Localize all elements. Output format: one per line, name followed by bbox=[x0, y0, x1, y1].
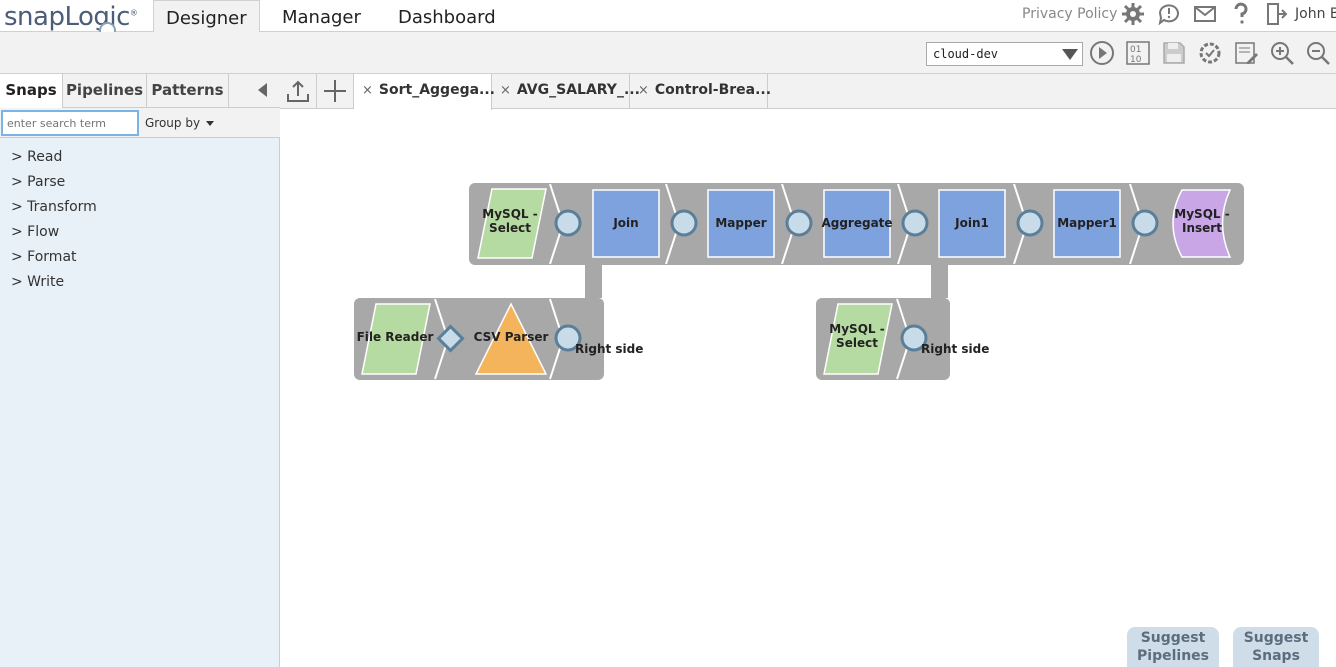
snap-mysql-insert[interactable]: MySQL - Insert bbox=[1172, 189, 1232, 258]
snap-label: MySQL - bbox=[829, 322, 884, 336]
port-label: Right side bbox=[921, 342, 989, 356]
top-bar: snapLogic® Designer Manager Dashboard Pr… bbox=[0, 0, 1336, 39]
snap-mysql-select-2[interactable]: MySQL - Select bbox=[823, 303, 893, 375]
button-label: Pipelines bbox=[1137, 648, 1209, 664]
snap-mysql-select[interactable]: MySQL - Select bbox=[477, 188, 547, 259]
add-pipeline-icon[interactable] bbox=[317, 74, 354, 109]
close-icon[interactable]: × bbox=[362, 83, 373, 98]
tab-label: Sort_Aggega... bbox=[378, 82, 496, 98]
output-port[interactable] bbox=[901, 209, 929, 237]
tab-patterns[interactable]: Patterns bbox=[147, 74, 229, 108]
nav-tab-dashboard[interactable]: Dashboard bbox=[398, 7, 496, 28]
category-transform[interactable]: > Transform bbox=[11, 199, 97, 215]
snap-aggregate[interactable]: Aggregate bbox=[821, 189, 893, 258]
tab-pipelines[interactable]: Pipelines bbox=[63, 74, 147, 108]
connector-track bbox=[931, 264, 948, 298]
snap-label: Insert bbox=[1182, 221, 1222, 235]
output-port[interactable] bbox=[554, 324, 582, 352]
mail-icon[interactable] bbox=[1192, 2, 1218, 28]
snap-label: Mapper bbox=[715, 216, 766, 230]
help-icon[interactable] bbox=[1228, 2, 1254, 28]
close-icon[interactable]: × bbox=[638, 83, 649, 98]
search-row: Group by bbox=[0, 108, 280, 138]
tab-label: Control-Brea... bbox=[654, 82, 772, 98]
edit-properties-icon[interactable] bbox=[1232, 40, 1260, 68]
output-port[interactable] bbox=[1131, 209, 1159, 237]
collapse-panel-icon[interactable] bbox=[258, 83, 267, 97]
output-port[interactable] bbox=[785, 209, 813, 237]
logo-mark: ® bbox=[129, 8, 138, 18]
user-name[interactable]: John B bbox=[1295, 6, 1336, 22]
suggest-pipelines-button[interactable]: Suggest Pipelines bbox=[1127, 627, 1219, 667]
pipeline-graph[interactable]: MySQL - Select Join Mapper Aggregate bbox=[280, 109, 1336, 667]
button-label: Suggest bbox=[1243, 630, 1309, 646]
snap-file-reader[interactable]: File Reader bbox=[357, 303, 434, 375]
save-icon[interactable] bbox=[1160, 40, 1188, 68]
connector-track bbox=[585, 264, 602, 298]
category-format[interactable]: > Format bbox=[11, 249, 77, 265]
port-label: Right side bbox=[575, 342, 643, 356]
snap-search-input[interactable] bbox=[1, 110, 139, 136]
tab-pipeline-sort-aggega[interactable]: × Sort_Aggega... bbox=[354, 74, 496, 110]
snap-label: Mapper1 bbox=[1057, 216, 1117, 230]
output-port[interactable] bbox=[900, 324, 928, 352]
input-port-diamond[interactable] bbox=[436, 324, 465, 353]
output-port[interactable] bbox=[1016, 209, 1044, 237]
logout-icon[interactable] bbox=[1263, 2, 1289, 28]
snap-label: CSV Parser bbox=[474, 330, 549, 344]
zoom-out-icon[interactable] bbox=[1304, 40, 1332, 68]
snap-label: Join bbox=[612, 216, 638, 230]
chevron-down-icon[interactable] bbox=[206, 121, 214, 126]
svg-text:01: 01 bbox=[1130, 45, 1141, 55]
pipeline-tabs: ×Sort_Aggega... ×AVG_SALARY_... ×Control… bbox=[280, 74, 1336, 110]
execute-pipeline-icon[interactable] bbox=[1088, 40, 1116, 68]
snap-label: MySQL - bbox=[1174, 207, 1229, 221]
tab-label: AVG_SALARY_... bbox=[516, 82, 640, 98]
nav-tab-manager[interactable]: Manager bbox=[282, 7, 361, 28]
category-write[interactable]: > Write bbox=[11, 274, 65, 290]
snap-mapper1[interactable]: Mapper1 bbox=[1053, 189, 1121, 258]
snap-label: MySQL - bbox=[482, 207, 537, 221]
svg-text:10: 10 bbox=[1130, 55, 1142, 65]
tab-pipeline-control-break[interactable]: × Control-Brea... bbox=[630, 74, 772, 109]
snaplogic-logo[interactable]: snapLogic® bbox=[4, 2, 138, 32]
tab-pipeline-avg-salary[interactable]: × AVG_SALARY_... bbox=[492, 74, 640, 109]
category-parse[interactable]: > Parse bbox=[11, 174, 66, 190]
snap-label: Join1 bbox=[954, 216, 989, 230]
category-flow[interactable]: > Flow bbox=[11, 224, 60, 240]
snap-label: Select bbox=[836, 336, 878, 350]
gear-icon[interactable] bbox=[1120, 2, 1146, 28]
upload-icon[interactable] bbox=[280, 74, 317, 109]
output-port[interactable] bbox=[554, 209, 582, 237]
tab-snaps[interactable]: Snaps bbox=[0, 74, 63, 108]
environment-value: cloud-dev bbox=[933, 47, 999, 61]
alert-icon[interactable] bbox=[1156, 2, 1182, 28]
zoom-in-icon[interactable] bbox=[1268, 40, 1296, 68]
group-by-dropdown[interactable]: Group by bbox=[145, 116, 201, 130]
button-label: Suggest bbox=[1140, 630, 1206, 646]
privacy-policy-link[interactable]: Privacy Policy bbox=[1022, 6, 1118, 22]
environment-select[interactable]: cloud-dev bbox=[926, 42, 1083, 66]
snap-label: Aggregate bbox=[821, 216, 892, 230]
snap-csv-parser[interactable]: CSV Parser bbox=[474, 302, 549, 375]
snap-label: File Reader bbox=[357, 330, 434, 344]
snap-catalog-panel: Snaps Pipelines Patterns Group by > Read… bbox=[0, 74, 280, 667]
close-icon[interactable]: × bbox=[500, 83, 511, 98]
nav-tab-designer[interactable]: Designer bbox=[153, 0, 260, 33]
output-port[interactable] bbox=[670, 209, 698, 237]
snap-mapper[interactable]: Mapper bbox=[707, 189, 775, 258]
chevron-down-icon bbox=[1062, 49, 1078, 60]
category-read[interactable]: > Read bbox=[11, 149, 63, 165]
pipeline-canvas-area: ×Sort_Aggega... ×AVG_SALARY_... ×Control… bbox=[280, 74, 1336, 667]
catalog-tabs: Snaps Pipelines Patterns bbox=[0, 74, 280, 108]
snap-label: Select bbox=[489, 221, 531, 235]
snap-join[interactable]: Join bbox=[592, 189, 660, 258]
suggest-snaps-button[interactable]: Suggest Snaps bbox=[1233, 627, 1319, 667]
button-label: Snaps bbox=[1252, 648, 1300, 664]
validate-icon[interactable] bbox=[1196, 40, 1224, 68]
snap-join1[interactable]: Join1 bbox=[938, 189, 1006, 258]
